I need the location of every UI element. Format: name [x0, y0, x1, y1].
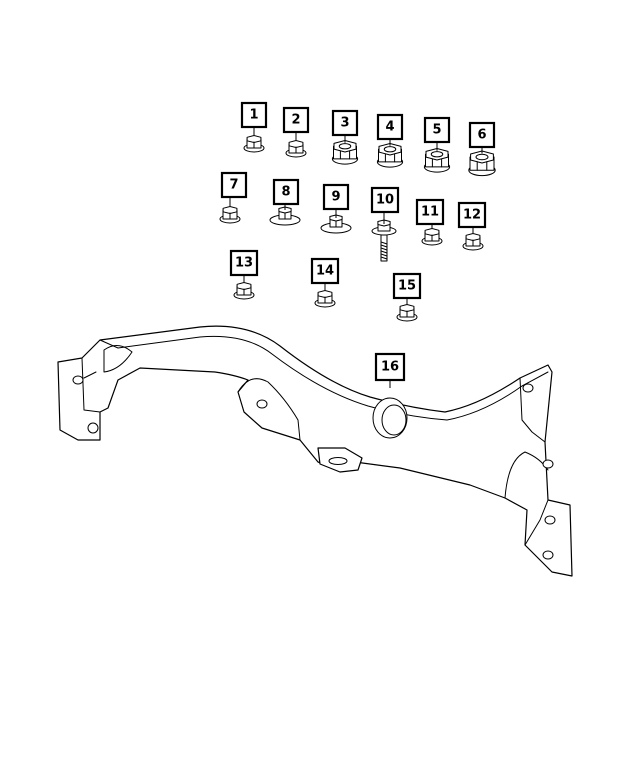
- bracket-body: [57, 325, 573, 577]
- svg-text:14: 14: [316, 264, 334, 279]
- svg-text:12: 12: [463, 208, 481, 223]
- bracket-ridge: [99, 335, 549, 421]
- bracket-slot: [328, 457, 348, 465]
- svg-text:5: 5: [432, 123, 441, 138]
- svg-text:16: 16: [381, 360, 399, 375]
- fastener-9: [320, 214, 352, 234]
- callout-14: 14: [310, 257, 340, 285]
- callout-3: 3: [331, 109, 359, 137]
- fastener-8: [269, 206, 301, 226]
- callout-6: 6: [468, 121, 496, 149]
- svg-text:8: 8: [281, 185, 290, 200]
- bracket-hole-right-upper: [522, 383, 534, 393]
- fastener-13: [233, 282, 255, 300]
- fastener-14: [314, 290, 336, 308]
- fastener-7: [219, 206, 241, 224]
- bracket-hole-left-lower: [87, 422, 99, 434]
- bracket-hole-left-upper: [72, 375, 84, 385]
- svg-text:1: 1: [249, 108, 258, 123]
- svg-text:13: 13: [235, 256, 253, 271]
- callout-12: 12: [457, 201, 487, 229]
- bracket-large-hole-inner: [381, 404, 407, 436]
- svg-text:7: 7: [229, 178, 238, 193]
- fastener-12: [462, 233, 484, 251]
- fastener-4: [376, 143, 404, 168]
- svg-text:6: 6: [477, 128, 486, 143]
- callout-9: 9: [322, 183, 350, 211]
- svg-text:15: 15: [398, 279, 416, 294]
- callout-15: 15: [392, 272, 422, 300]
- svg-text:4: 4: [385, 120, 394, 135]
- svg-text:2: 2: [291, 113, 300, 128]
- bracket-hole-mid: [256, 399, 268, 409]
- mounting-bracket: [57, 325, 573, 577]
- callout-7: 7: [220, 171, 248, 199]
- bracket-hole-right-lower: [544, 515, 556, 525]
- callout-4: 4: [376, 113, 404, 141]
- fastener-11: [421, 228, 443, 246]
- fastener-2: [285, 140, 307, 158]
- fastener-5: [423, 148, 451, 173]
- fastener-6: [468, 150, 496, 177]
- callout-16: 16: [374, 352, 406, 382]
- fastener-10: [371, 219, 397, 262]
- svg-text:3: 3: [340, 116, 349, 131]
- fastener-1: [243, 135, 265, 153]
- callout-13: 13: [229, 249, 259, 277]
- bracket-left-ear: [81, 345, 133, 413]
- callout-group: 1 2 3 4 5 6 7 8 9 10 11 12 13 14 15 16: [220, 101, 496, 382]
- callout-10: 10: [370, 186, 400, 214]
- fastener-3: [331, 140, 359, 165]
- bracket-mid-boss: [237, 378, 301, 441]
- callout-1: 1: [240, 101, 268, 129]
- bracket-hole-right-bottom: [542, 550, 554, 560]
- svg-text:9: 9: [331, 190, 340, 205]
- svg-text:11: 11: [421, 205, 439, 220]
- leader-lines: [229, 127, 483, 388]
- bracket-large-hole: [372, 397, 408, 439]
- callout-2: 2: [282, 106, 310, 134]
- bracket-hole-right-mid: [542, 459, 554, 469]
- callout-8: 8: [272, 178, 300, 206]
- svg-text:10: 10: [376, 193, 394, 208]
- callout-11: 11: [415, 198, 445, 226]
- callout-5: 5: [423, 116, 451, 144]
- fastener-15: [396, 304, 418, 322]
- fasteners-group: [219, 135, 496, 322]
